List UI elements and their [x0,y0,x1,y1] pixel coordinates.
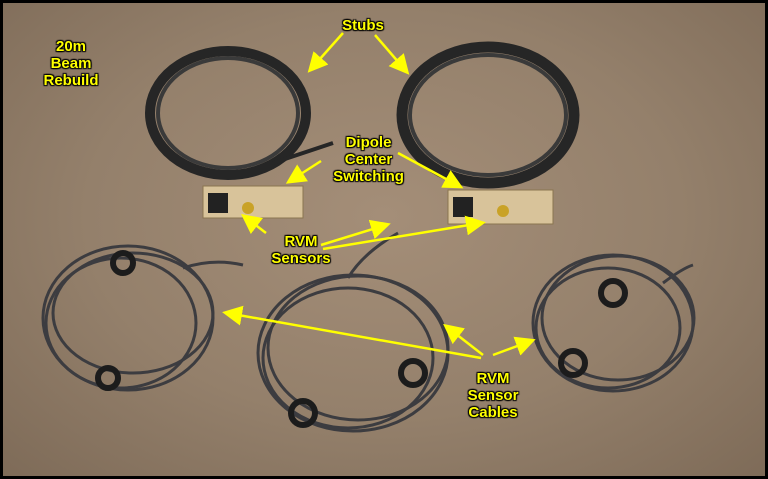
arrow-cable-mid [443,323,484,356]
title-label: 20m Beam Rebuild [41,38,101,89]
dipole-line: Dipole [345,134,392,151]
arrow-sensor-left [241,213,267,235]
dipole-boards [202,185,554,225]
rvm-sensors-label: RVM Sensors [261,233,341,267]
rvm-sensors-line: RVM [284,233,318,250]
stub-coils [145,41,580,189]
dipole-label: Dipole Center Switching [321,134,416,185]
dipole-line: Center [344,151,393,168]
title-line: Beam [50,55,92,72]
photo-scene [41,32,696,433]
stub-coil-right [396,41,580,189]
stubs-text: Stubs [342,17,384,34]
arrow-cable-left [222,305,482,360]
arrow-dipole-right [397,151,464,189]
arrow-cable-right [492,336,536,357]
arrow-stub-left [307,32,344,73]
rvm-cables-line: Cables [468,404,518,421]
title-line: 20m [55,38,87,55]
rvm-cables-line: Sensor [467,387,519,404]
title-line: Rebuild [43,72,99,89]
arrow-sensor-mid [320,219,391,247]
dipole-line: Switching [333,168,404,185]
stubs-label: Stubs [328,17,398,34]
rvm-cables-line: RVM [476,370,510,387]
rvm-sensors-line: Sensors [271,250,331,267]
arrow-sensor-right [322,215,486,251]
sensor-cable-coils [41,231,696,433]
rvm-cables-label: RVM Sensor Cables [458,370,528,421]
arrow-dipole-left [285,159,322,184]
stub-coil-left [145,46,311,180]
annotation-arrows [222,32,536,360]
arrow-stub-right [374,34,410,75]
